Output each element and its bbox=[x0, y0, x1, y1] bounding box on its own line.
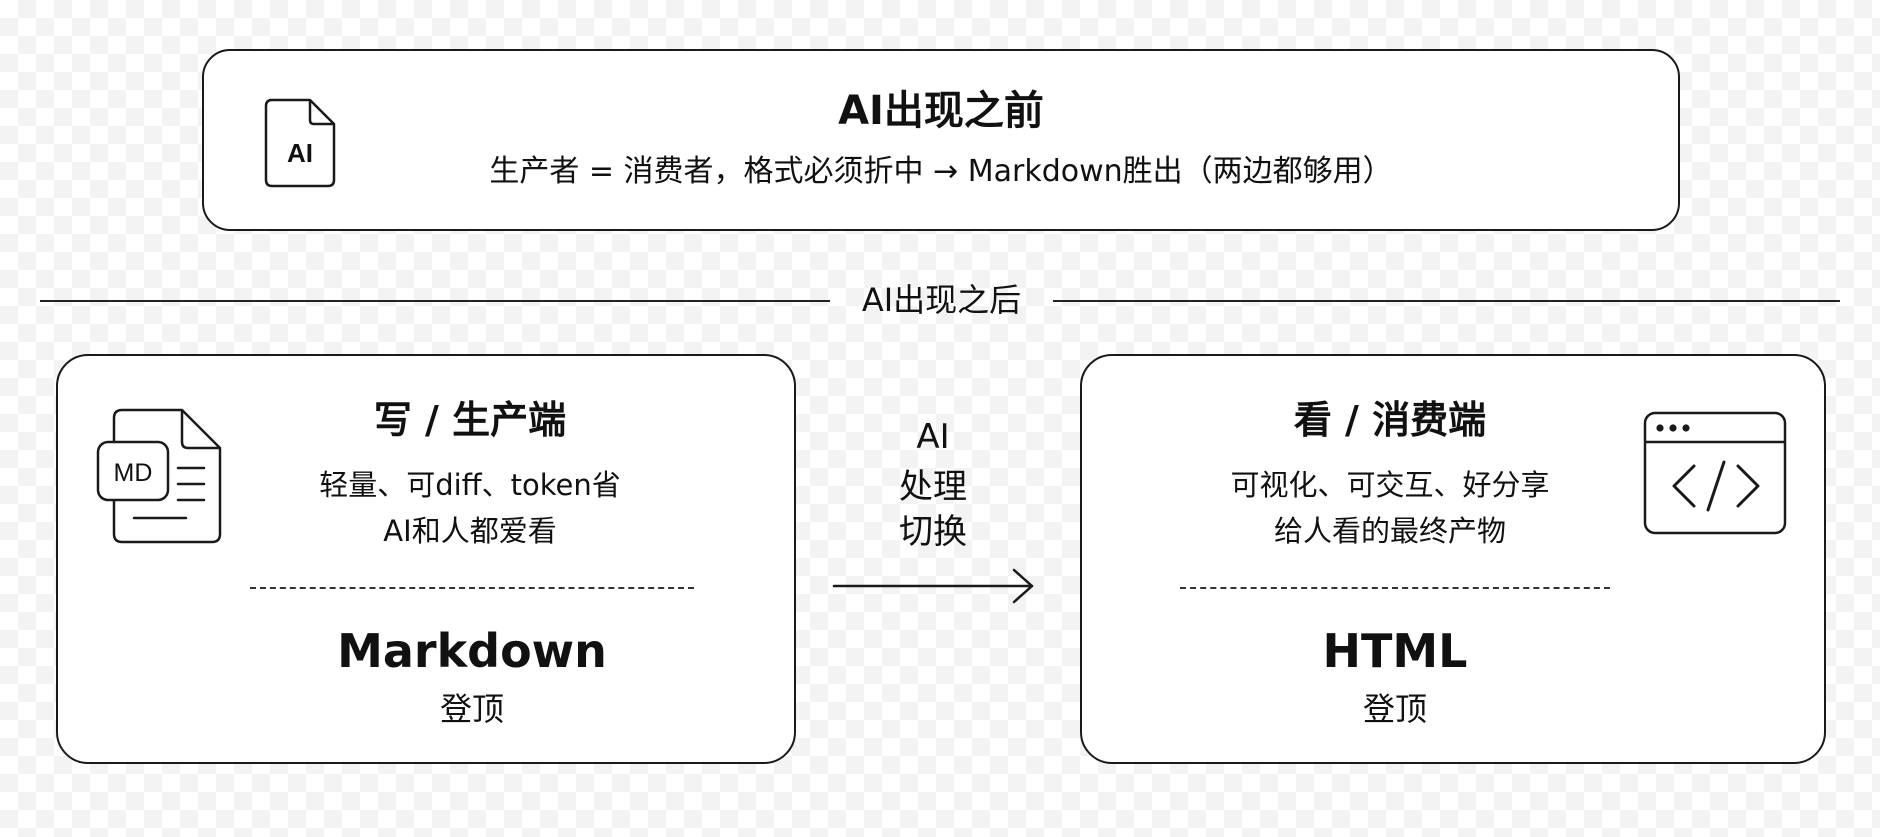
markdown-document-icon: MD bbox=[96, 408, 222, 544]
before-ai-title: AI出现之前 bbox=[838, 88, 1044, 134]
producer-status: 登顶 bbox=[439, 690, 504, 728]
consumer-description-line-2: 给人看的最终产物 bbox=[1273, 514, 1506, 548]
process-caption-line-1: AI bbox=[916, 417, 950, 457]
code-window-icon bbox=[1643, 411, 1787, 535]
producer-dashed-separator bbox=[250, 587, 694, 589]
ai-document-label: AI bbox=[287, 138, 313, 168]
right-arrow-icon bbox=[832, 568, 1034, 604]
consumer-dashed-separator bbox=[1180, 587, 1610, 589]
consumer-description-line-1: 可视化、可交互、好分享 bbox=[1230, 468, 1550, 502]
process-caption-line-3: 切换 bbox=[899, 512, 967, 552]
consumer-status: 登顶 bbox=[1362, 690, 1427, 728]
markdown-document-label: MD bbox=[114, 459, 153, 487]
ai-document-icon: AI bbox=[264, 98, 336, 188]
divider-line-left bbox=[40, 300, 830, 302]
divider-line-right bbox=[1053, 300, 1840, 302]
producer-title: 写 / 生产端 bbox=[373, 398, 567, 442]
consumer-format-name: HTML bbox=[1322, 624, 1468, 678]
before-ai-description: 生产者 = 消费者，格式必须折中 → Markdown胜出（两边都够用） bbox=[489, 154, 1393, 189]
consumer-title: 看 / 消费端 bbox=[1293, 398, 1487, 442]
process-caption-line-2: 处理 bbox=[899, 467, 967, 507]
producer-description-line-1: 轻量、可diff、token省 bbox=[319, 468, 621, 502]
producer-format-name: Markdown bbox=[337, 624, 607, 678]
before-ai-box bbox=[202, 49, 1680, 231]
producer-description-line-2: AI和人都爱看 bbox=[383, 514, 557, 548]
after-ai-label: AI出现之后 bbox=[861, 281, 1022, 319]
